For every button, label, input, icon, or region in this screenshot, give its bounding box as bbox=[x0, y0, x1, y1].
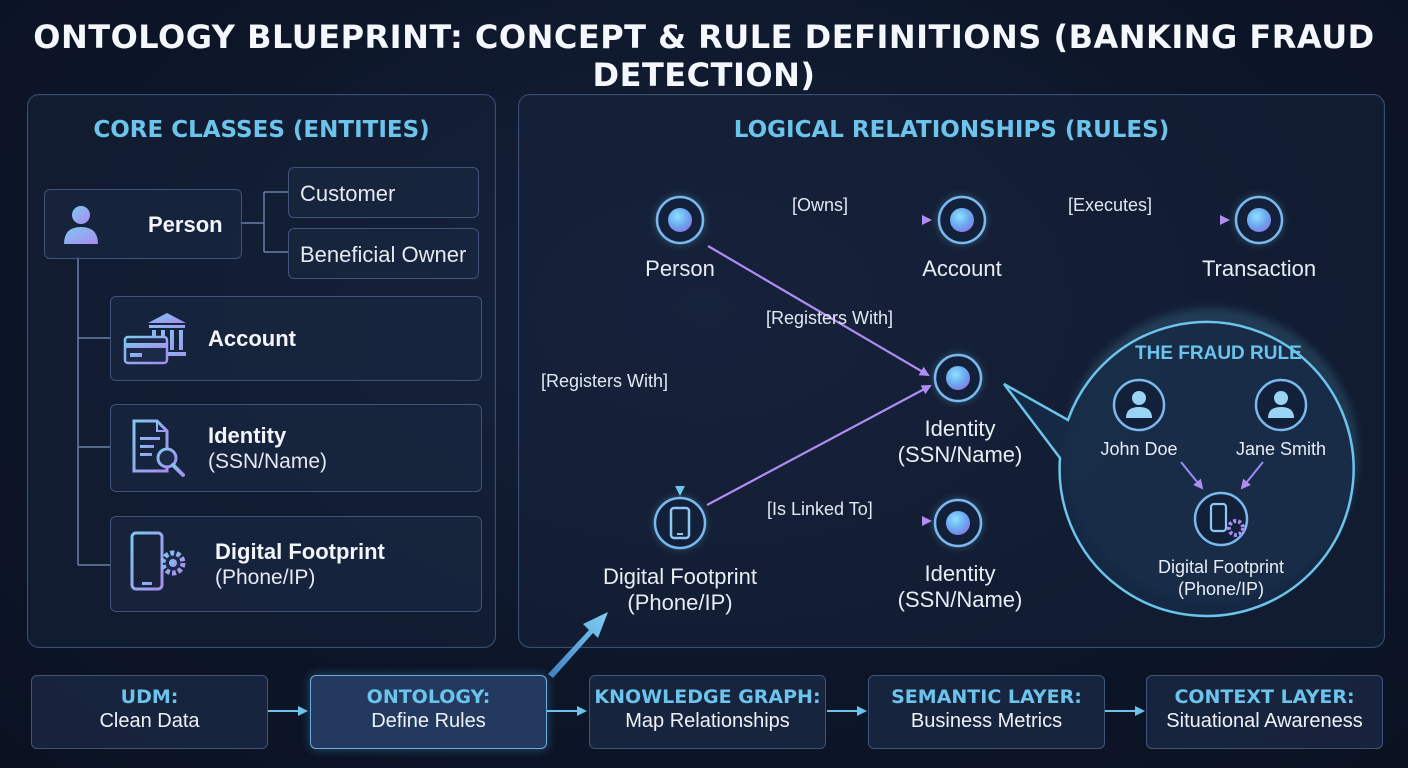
fraud-footprint-label: Digital Footprint bbox=[1157, 557, 1285, 577]
document-search-icon bbox=[132, 419, 185, 477]
fraud-person-a-label: John Doe bbox=[1100, 439, 1178, 459]
edge-registers-with-diag-label: [Registers With] bbox=[766, 308, 894, 328]
pipeline-step-knowledge-graph-heading: KNOWLEDGE GRAPH: bbox=[594, 686, 821, 708]
fraud-rule-title: THE FRAUD RULE bbox=[1135, 343, 1302, 364]
subclass-beneficial-owner[interactable]: Beneficial Owner bbox=[288, 228, 479, 279]
node-identity-2-sub: (SSN/Name) bbox=[897, 587, 1023, 612]
node-transaction-label: Transaction bbox=[1201, 256, 1317, 281]
class-identity-sub: (SSN/Name) bbox=[208, 450, 328, 473]
page-title: ONTOLOGY BLUEPRINT: CONCEPT & RULE DEFIN… bbox=[33, 18, 1375, 94]
pipeline-step-semantic-layer-sub: Business Metrics bbox=[910, 710, 1063, 732]
class-digital-footprint-label: Digital Footprint bbox=[215, 539, 385, 564]
node-identity-2-label: Identity bbox=[924, 561, 996, 586]
pipeline-step-ontology-heading: ONTOLOGY: bbox=[366, 686, 491, 708]
pipeline-step-context-layer-sub: Situational Awareness bbox=[1166, 710, 1363, 732]
pipeline-step-context-layer-heading: CONTEXT LAYER: bbox=[1174, 686, 1355, 708]
class-identity-label: Identity bbox=[208, 423, 287, 448]
pipeline-step-knowledge-graph-sub: Map Relationships bbox=[625, 710, 790, 732]
pipeline-step-knowledge-graph[interactable]: KNOWLEDGE GRAPH: Map Relationships bbox=[589, 675, 826, 749]
class-account[interactable]: Account bbox=[110, 296, 482, 381]
phone-gear-icon bbox=[130, 531, 186, 591]
node-account-label: Account bbox=[922, 256, 1002, 281]
pipeline-step-context-layer[interactable]: CONTEXT LAYER: Situational Awareness bbox=[1146, 675, 1383, 749]
pipeline-step-ontology[interactable]: ONTOLOGY: Define Rules bbox=[310, 675, 547, 749]
class-person-label: Person bbox=[148, 212, 223, 237]
node-footprint-sub: (Phone/IP) bbox=[627, 590, 733, 615]
core-classes-title: CORE CLASSES (ENTITIES) bbox=[93, 117, 430, 143]
edge-registers-with-vert-label: [Registers With] bbox=[541, 371, 669, 391]
node-person-label: Person bbox=[645, 256, 715, 281]
node-identity-1-sub: (SSN/Name) bbox=[897, 442, 1023, 467]
edge-is-linked-to-label: [Is Linked To] bbox=[767, 499, 873, 519]
bank-card-icon bbox=[123, 313, 186, 365]
person-icon bbox=[64, 206, 98, 244]
node-identity-1-label: Identity bbox=[924, 416, 996, 441]
subclass-customer[interactable]: Customer bbox=[288, 167, 479, 218]
class-digital-footprint[interactable]: Digital Footprint (Phone/IP) bbox=[110, 516, 482, 612]
subclass-customer-label: Customer bbox=[300, 181, 396, 206]
class-account-label: Account bbox=[208, 326, 296, 351]
pipeline-step-udm-heading: UDM: bbox=[120, 686, 179, 708]
relationships-title: LOGICAL RELATIONSHIPS (RULES) bbox=[733, 117, 1170, 143]
pipeline-step-semantic-layer[interactable]: SEMANTIC LAYER: Business Metrics bbox=[868, 675, 1105, 749]
subclass-beneficial-owner-label: Beneficial Owner bbox=[300, 242, 467, 267]
node-footprint-label: Digital Footprint bbox=[602, 564, 758, 589]
class-digital-footprint-sub: (Phone/IP) bbox=[215, 566, 316, 589]
pipeline-step-ontology-sub: Define Rules bbox=[371, 710, 486, 732]
class-identity[interactable]: Identity (SSN/Name) bbox=[110, 404, 482, 492]
pipeline-step-udm-sub: Clean Data bbox=[99, 710, 200, 732]
class-person[interactable]: Person bbox=[44, 189, 242, 259]
edge-executes-label: [Executes] bbox=[1068, 195, 1153, 215]
fraud-person-b-label: Jane Smith bbox=[1235, 439, 1327, 459]
fraud-footprint-sub: (Phone/IP) bbox=[1177, 579, 1265, 599]
edge-owns-label: [Owns] bbox=[792, 195, 849, 215]
pipeline-step-udm[interactable]: UDM: Clean Data bbox=[31, 675, 268, 749]
pipeline-step-semantic-layer-heading: SEMANTIC LAYER: bbox=[891, 686, 1082, 708]
